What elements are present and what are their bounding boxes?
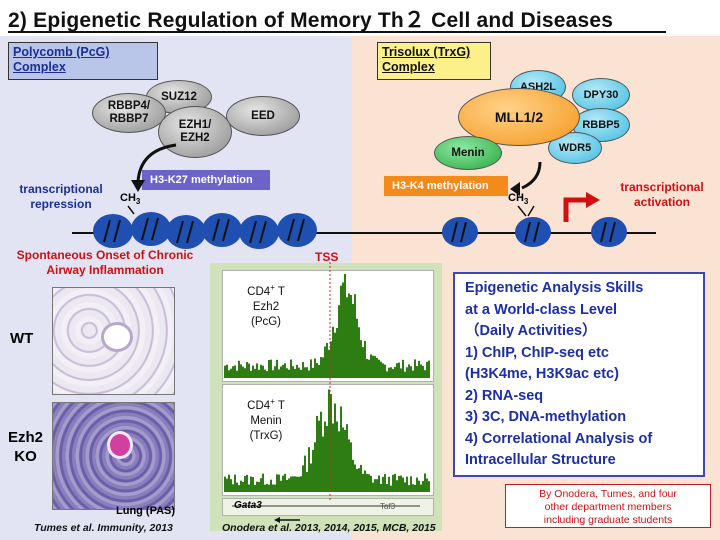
menin-track-label: CD4+ T Menin (TrxG) (230, 394, 302, 444)
skills-line: at a World-class Level (465, 301, 618, 318)
skills-line: (H3K4me, H3K9ac etc) (465, 366, 619, 382)
h3k27-methylation-bar: H3-K27 methylation (142, 170, 270, 190)
skills-line: 1) ChIP, ChIP-seq etc (465, 344, 609, 361)
skills-line: Intracellular Structure (465, 452, 616, 468)
menin-track-t: T (274, 399, 285, 412)
tss-label: TSS (315, 250, 339, 264)
skills-line: 3) 3C, DNA-methylation (465, 409, 627, 425)
nucleosome-icon (277, 213, 317, 247)
pcg-curved-arrow (136, 143, 177, 183)
pcg-label-line2: Complex (13, 60, 66, 74)
menin-protein: Menin (434, 136, 502, 170)
trxg-label-line2: Complex (382, 60, 435, 74)
ezh-protein: EZH1/EZH2 (158, 106, 232, 158)
ezh2-track-protein: Ezh2 (252, 300, 280, 313)
skills-line: （Daily Activities） (465, 323, 597, 339)
mll-label: MLL1/2 (494, 108, 544, 125)
title-underline (8, 31, 666, 33)
ko-label-line1: Ezh2 (8, 429, 44, 446)
ezh2-ko-lung-histology-image (52, 402, 175, 510)
ko-label-line2: KO (14, 448, 37, 465)
ezh-label-a: EZH1/ (178, 119, 212, 131)
ezh2-track-group: (PcG) (250, 315, 282, 328)
tumes-citation: Tumes et al. Immunity, 2013 (34, 522, 173, 534)
suz12-label: SUZ12 (161, 90, 197, 103)
menin-track-sup: + (270, 397, 275, 406)
credits-box: By Onodera, Tumes, and four other depart… (505, 484, 711, 528)
stain-label: Lung (PAS) (116, 505, 176, 517)
activation-line1: transcriptional (620, 180, 704, 194)
rbbp-label: RBBP4/RBBP7 (108, 100, 150, 126)
transcription-start-arrow-icon (563, 192, 600, 222)
trxg-complex-label: Trisolux (TrxG) Complex (377, 42, 491, 80)
trxg-curved-arrow (521, 161, 542, 190)
rbbp-label-a: RBBP4/ (107, 100, 151, 112)
credits-line2: other department members (544, 501, 672, 513)
h3k27-label: H3-K27 methylation (150, 174, 253, 186)
disease-heading: Spontaneous Onset of Chronic Airway Infl… (0, 248, 210, 278)
skills-line: Epigenetic Analysis Skills (465, 280, 644, 296)
pcg-label-line1: Polycomb (PcG) (13, 45, 110, 59)
repression-line1: transcriptional (19, 182, 103, 196)
menin-track-group: (TrxG) (249, 429, 283, 442)
menin-track-cell: CD4 (247, 399, 271, 412)
disease-heading-line1: Spontaneous Onset of Chronic (16, 248, 194, 262)
menin-track-protein: Menin (250, 414, 282, 427)
pcg-complex-label: Polycomb (PcG) Complex (8, 42, 158, 80)
ch3-left-sub: 3 (135, 197, 141, 207)
wt-lung-histology-image (52, 287, 175, 395)
eed-label: EED (251, 109, 275, 122)
gene-annotation-track (222, 498, 434, 516)
wdr5-label: WDR5 (558, 141, 592, 154)
nucleosome-icon (93, 214, 133, 248)
chromatin-diagram (72, 143, 656, 249)
trxg-label-line1: Trisolux (TrxG) (382, 45, 471, 59)
ezh2-track-cell: CD4 (247, 285, 271, 298)
repression-label: transcriptional repression (2, 182, 120, 212)
wt-label: WT (10, 330, 34, 347)
credits-line1: By Onodera, Tumes, and four (539, 488, 677, 500)
activation-line2: activation (633, 195, 690, 209)
skills-line: 2) RNA-seq (465, 387, 544, 404)
rbbp-protein: RBBP4/RBBP7 (92, 93, 166, 133)
eed-protein: EED (226, 96, 300, 136)
rbbp5-label: RBBP5 (582, 118, 620, 131)
nucleosome-icon (515, 217, 551, 247)
taf3-gene-label: Taf3 (380, 502, 396, 511)
ko-label: Ezh2 KO (8, 428, 43, 466)
nucleosome-icon (591, 217, 627, 247)
slide-title: 2) Epigenetic Regulation of Memory Th２ C… (8, 9, 614, 32)
gata3-gene-label: Gata3 (234, 500, 262, 511)
nucleosome-icon (202, 213, 242, 247)
h3k4-methylation-bar: H3-K4 methylation (384, 176, 508, 196)
ezh-label-b: EZH2 (180, 132, 210, 144)
nucleosome-icon (239, 215, 279, 249)
nucleosome-icon (131, 212, 171, 246)
onodera-citation: Onodera et al. 2013, 2014, 2015, MCB, 20… (222, 522, 436, 534)
ezh2-track-label: CD4+ T Ezh2 (PcG) (230, 280, 302, 330)
h3k4-label: H3-K4 methylation (392, 180, 489, 192)
ezh2-track-sup: + (270, 283, 275, 292)
repression-line2: repression (30, 197, 92, 211)
menin-label: Menin (451, 146, 485, 159)
disease-heading-line2: Airway Inflammation (46, 263, 164, 277)
activation-label: transcriptional activation (604, 180, 720, 210)
credits-line3: including graduate students (543, 514, 673, 526)
nucleosome-icon (442, 217, 478, 247)
nucleosome-icon (166, 215, 206, 249)
ezh-label: EZH1/EZH2 (179, 119, 212, 145)
ch3-mark-left: CH3 (120, 192, 140, 206)
ch3-right-sub: 3 (523, 197, 529, 207)
rbbp-label-b: RBBP7 (109, 113, 149, 125)
dpy30-label: DPY30 (583, 88, 619, 101)
epigenetic-skills-box: Epigenetic Analysis Skills at a World-cl… (453, 272, 705, 477)
ch3-left-text: CH (120, 192, 136, 204)
skills-line: 4) Correlational Analysis of (465, 430, 653, 447)
ezh2-track-t: T (274, 285, 285, 298)
